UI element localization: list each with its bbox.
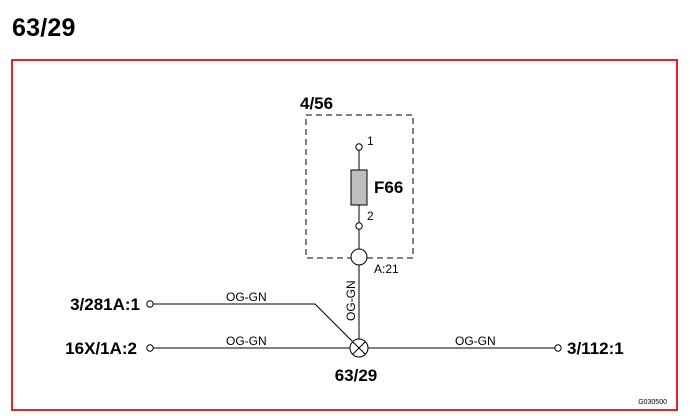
connector-a21 — [350, 248, 368, 266]
fuse-pin-2 — [355, 222, 363, 230]
fuse-symbol — [350, 169, 368, 206]
wire-left-lower-label: OG-GN — [226, 334, 267, 348]
connection-left-lower-label: 16X/1A:2 — [65, 339, 137, 358]
wire-left-upper-label: OG-GN — [226, 290, 267, 304]
terminal-left-upper — [146, 300, 154, 308]
component-box-label: 4/56 — [300, 94, 333, 113]
fuse-label: F66 — [374, 178, 403, 197]
fuse-pin-2-label: 2 — [367, 209, 374, 223]
fuse-pin-1-label: 1 — [367, 134, 374, 148]
connector-label: A:21 — [374, 262, 399, 276]
terminal-left-lower — [146, 344, 154, 352]
wire-right-label: OG-GN — [455, 334, 496, 348]
wire-vertical-label: OG-GN — [344, 280, 358, 321]
diagram-frame — [11, 59, 678, 411]
junction-label: 63/29 — [335, 366, 378, 385]
connection-left-upper-label: 3/281A:1 — [70, 295, 140, 314]
drawing-code: G030500 — [638, 399, 667, 406]
wire-left-upper — [153, 303, 353, 342]
splice-junction — [349, 338, 369, 358]
terminal-right — [554, 344, 562, 352]
connection-right-label: 3/112:1 — [567, 339, 624, 358]
page-title: 63/29 — [12, 14, 76, 42]
fuse-pin-1 — [355, 143, 363, 151]
